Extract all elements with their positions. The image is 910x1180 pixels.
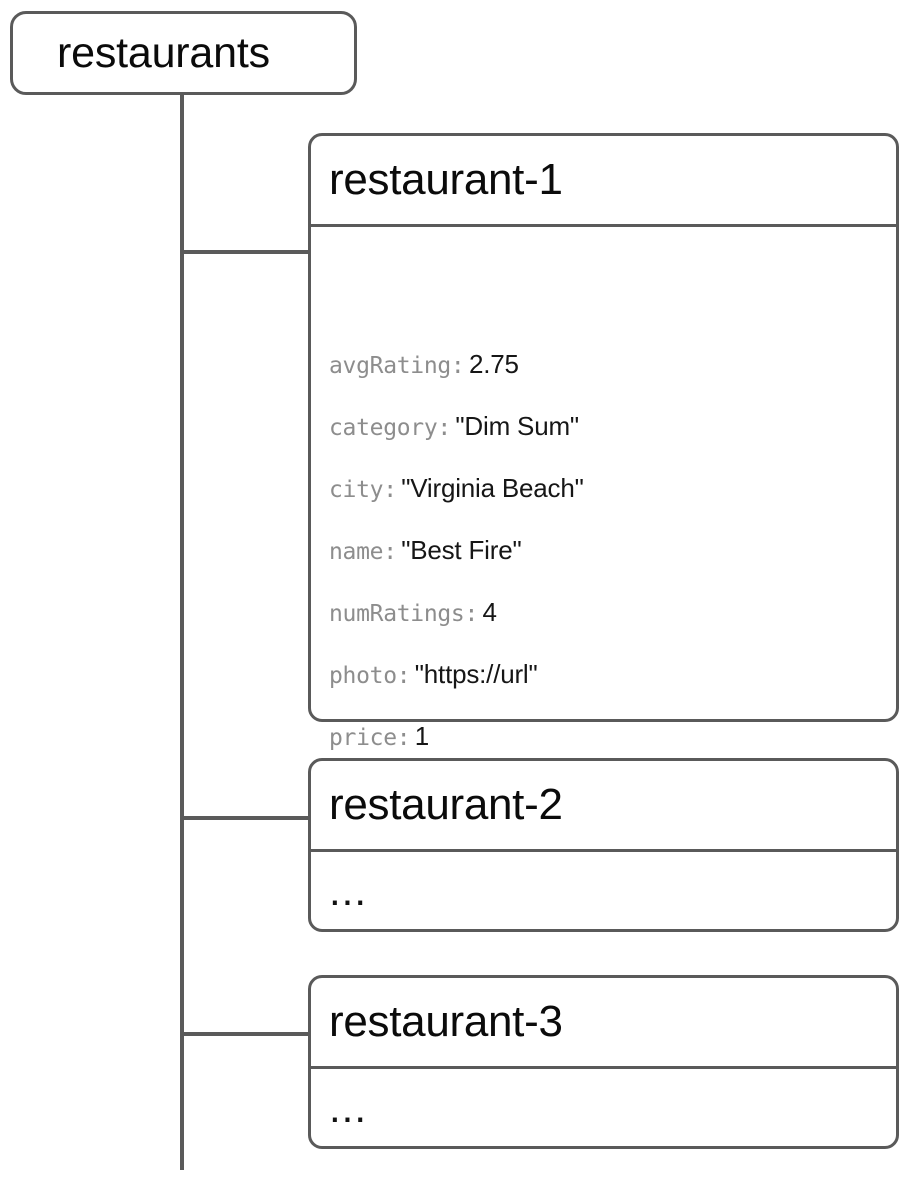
field-key: category:: [329, 415, 451, 441]
collection-node-restaurants[interactable]: restaurants: [10, 11, 357, 95]
collection-label: restaurants: [57, 28, 270, 77]
field-value: 4: [482, 597, 497, 627]
field-value: 2.75: [468, 349, 519, 379]
document-header[interactable]: restaurant-1: [311, 136, 896, 227]
document-id-label: restaurant-3: [329, 997, 563, 1046]
document-fields-collapsed: ...: [311, 852, 896, 929]
field-key: name:: [329, 539, 397, 565]
ellipsis-placeholder: ...: [329, 1083, 368, 1131]
document-id-label: restaurant-2: [329, 780, 563, 829]
field-key: photo:: [329, 663, 411, 689]
field-row: city: "Virginia Beach": [329, 475, 584, 502]
field-key: price:: [329, 725, 411, 751]
document-fields-collapsed: ...: [311, 1069, 896, 1146]
document-header[interactable]: restaurant-2: [311, 761, 896, 852]
field-key: numRatings:: [329, 601, 479, 627]
document-header[interactable]: restaurant-3: [311, 978, 896, 1069]
field-value: "Virginia Beach": [401, 473, 584, 503]
field-row: photo: "https://url": [329, 661, 538, 688]
document-card-restaurant-1[interactable]: restaurant-1 avgRating: 2.75 category: "…: [308, 133, 899, 750]
field-row: category: "Dim Sum": [329, 413, 579, 440]
field-row: avgRating: 2.75: [329, 351, 519, 378]
document-card-restaurant-3[interactable]: restaurant-3 ...: [308, 975, 899, 1149]
document-id-label: restaurant-1: [329, 155, 563, 204]
field-row: price: 1: [329, 723, 429, 750]
ellipsis-placeholder: ...: [329, 866, 368, 914]
field-value: "https://url": [414, 659, 538, 689]
field-key: avgRating:: [329, 353, 465, 379]
document-card-restaurant-2[interactable]: restaurant-2 ...: [308, 758, 899, 932]
field-key: city:: [329, 477, 397, 503]
field-value: "Best Fire": [401, 535, 522, 565]
field-value: "Dim Sum": [455, 411, 579, 441]
field-row: name: "Best Fire": [329, 537, 522, 564]
document-fields: avgRating: 2.75 category: "Dim Sum" city…: [311, 227, 896, 750]
field-value: 1: [414, 721, 430, 751]
field-row: numRatings: 4: [329, 599, 497, 626]
